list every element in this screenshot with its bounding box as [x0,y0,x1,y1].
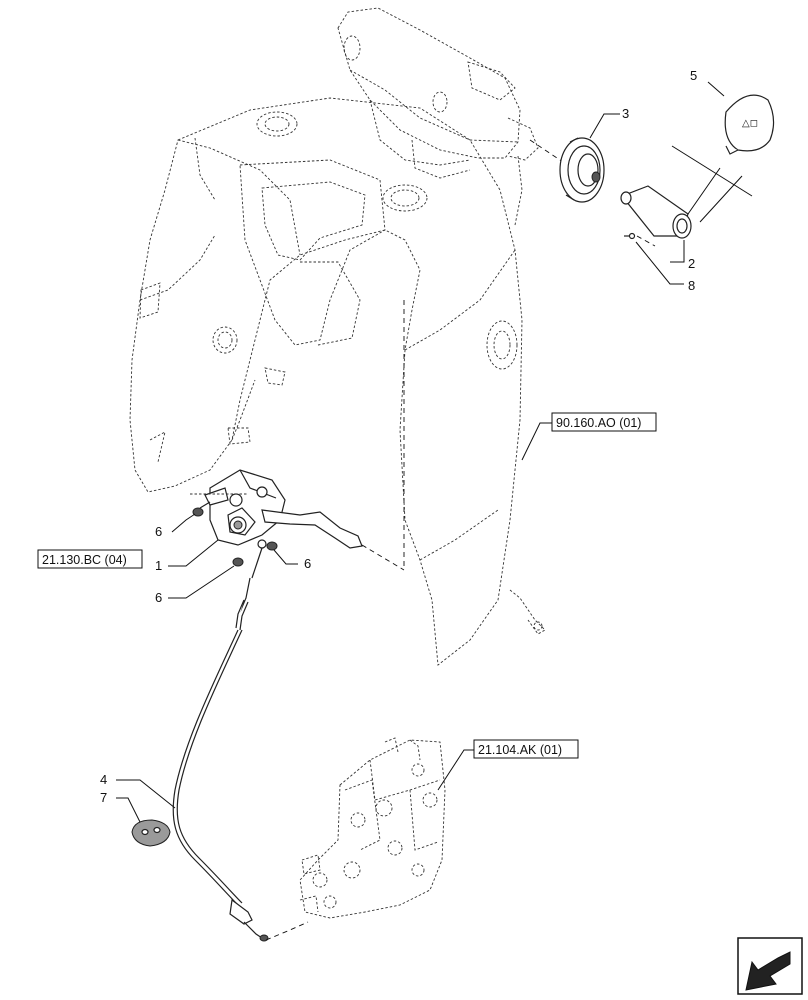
leader-7 [116,797,141,823]
part-6-screw-a [192,501,211,517]
callout-3: 3 [622,106,629,121]
armrest-display-unit [337,7,539,226]
callout-2: 2 [688,256,695,271]
cap-symbol-icon: △◻ [742,118,758,129]
callout-7: 7 [100,790,107,805]
centerline-handle [361,544,405,571]
part-6-screw-b [266,541,278,551]
leader-2 [670,240,685,263]
leader-1 [168,539,219,567]
cable-to-valve-line [265,921,309,941]
callout-6a: 6 [155,524,162,539]
leader-5 [707,81,725,97]
ref-valve[interactable]: 21.104.AK (01) [473,739,579,759]
part-7-grommet [131,819,171,847]
ref-lever-label: 21.130.BC (04) [42,553,127,567]
leader-6c [168,565,235,599]
part-3-boot [559,137,605,203]
ref-valve-label: 21.104.AK (01) [478,743,562,757]
leader-6a [171,513,196,533]
part-4-cable [172,539,269,942]
callout-4: 4 [100,772,107,787]
part-5-cap: △◻ [724,94,775,155]
leader-4 [116,779,176,809]
ref-console[interactable]: 90.160.AO (01) [551,412,657,432]
leader-ref-valve [437,749,474,791]
leader-6b [273,549,298,565]
part-1-lever-assembly [190,469,363,549]
ref-lever[interactable]: 21.130.BC (04) [37,549,143,569]
leader-ref-console [521,422,552,461]
centerline-pin [636,235,656,247]
control-valve-block [299,737,446,919]
detail-line-1 [671,145,753,197]
console-housing [129,97,546,666]
arrow-left-down-icon[interactable] [737,937,803,995]
callout-6c: 6 [155,590,162,605]
leader-3 [589,113,620,139]
callout-1: 1 [155,558,162,573]
ref-console-label: 90.160.AO (01) [556,416,641,430]
detail-line-2 [687,167,743,223]
part-8-pin [624,232,636,240]
part-6-screw-c [232,557,244,567]
callout-8: 8 [688,278,695,293]
callout-5: 5 [690,68,697,83]
part-2-knob [620,185,692,239]
callout-6b: 6 [304,556,311,571]
leader-8 [635,241,684,285]
